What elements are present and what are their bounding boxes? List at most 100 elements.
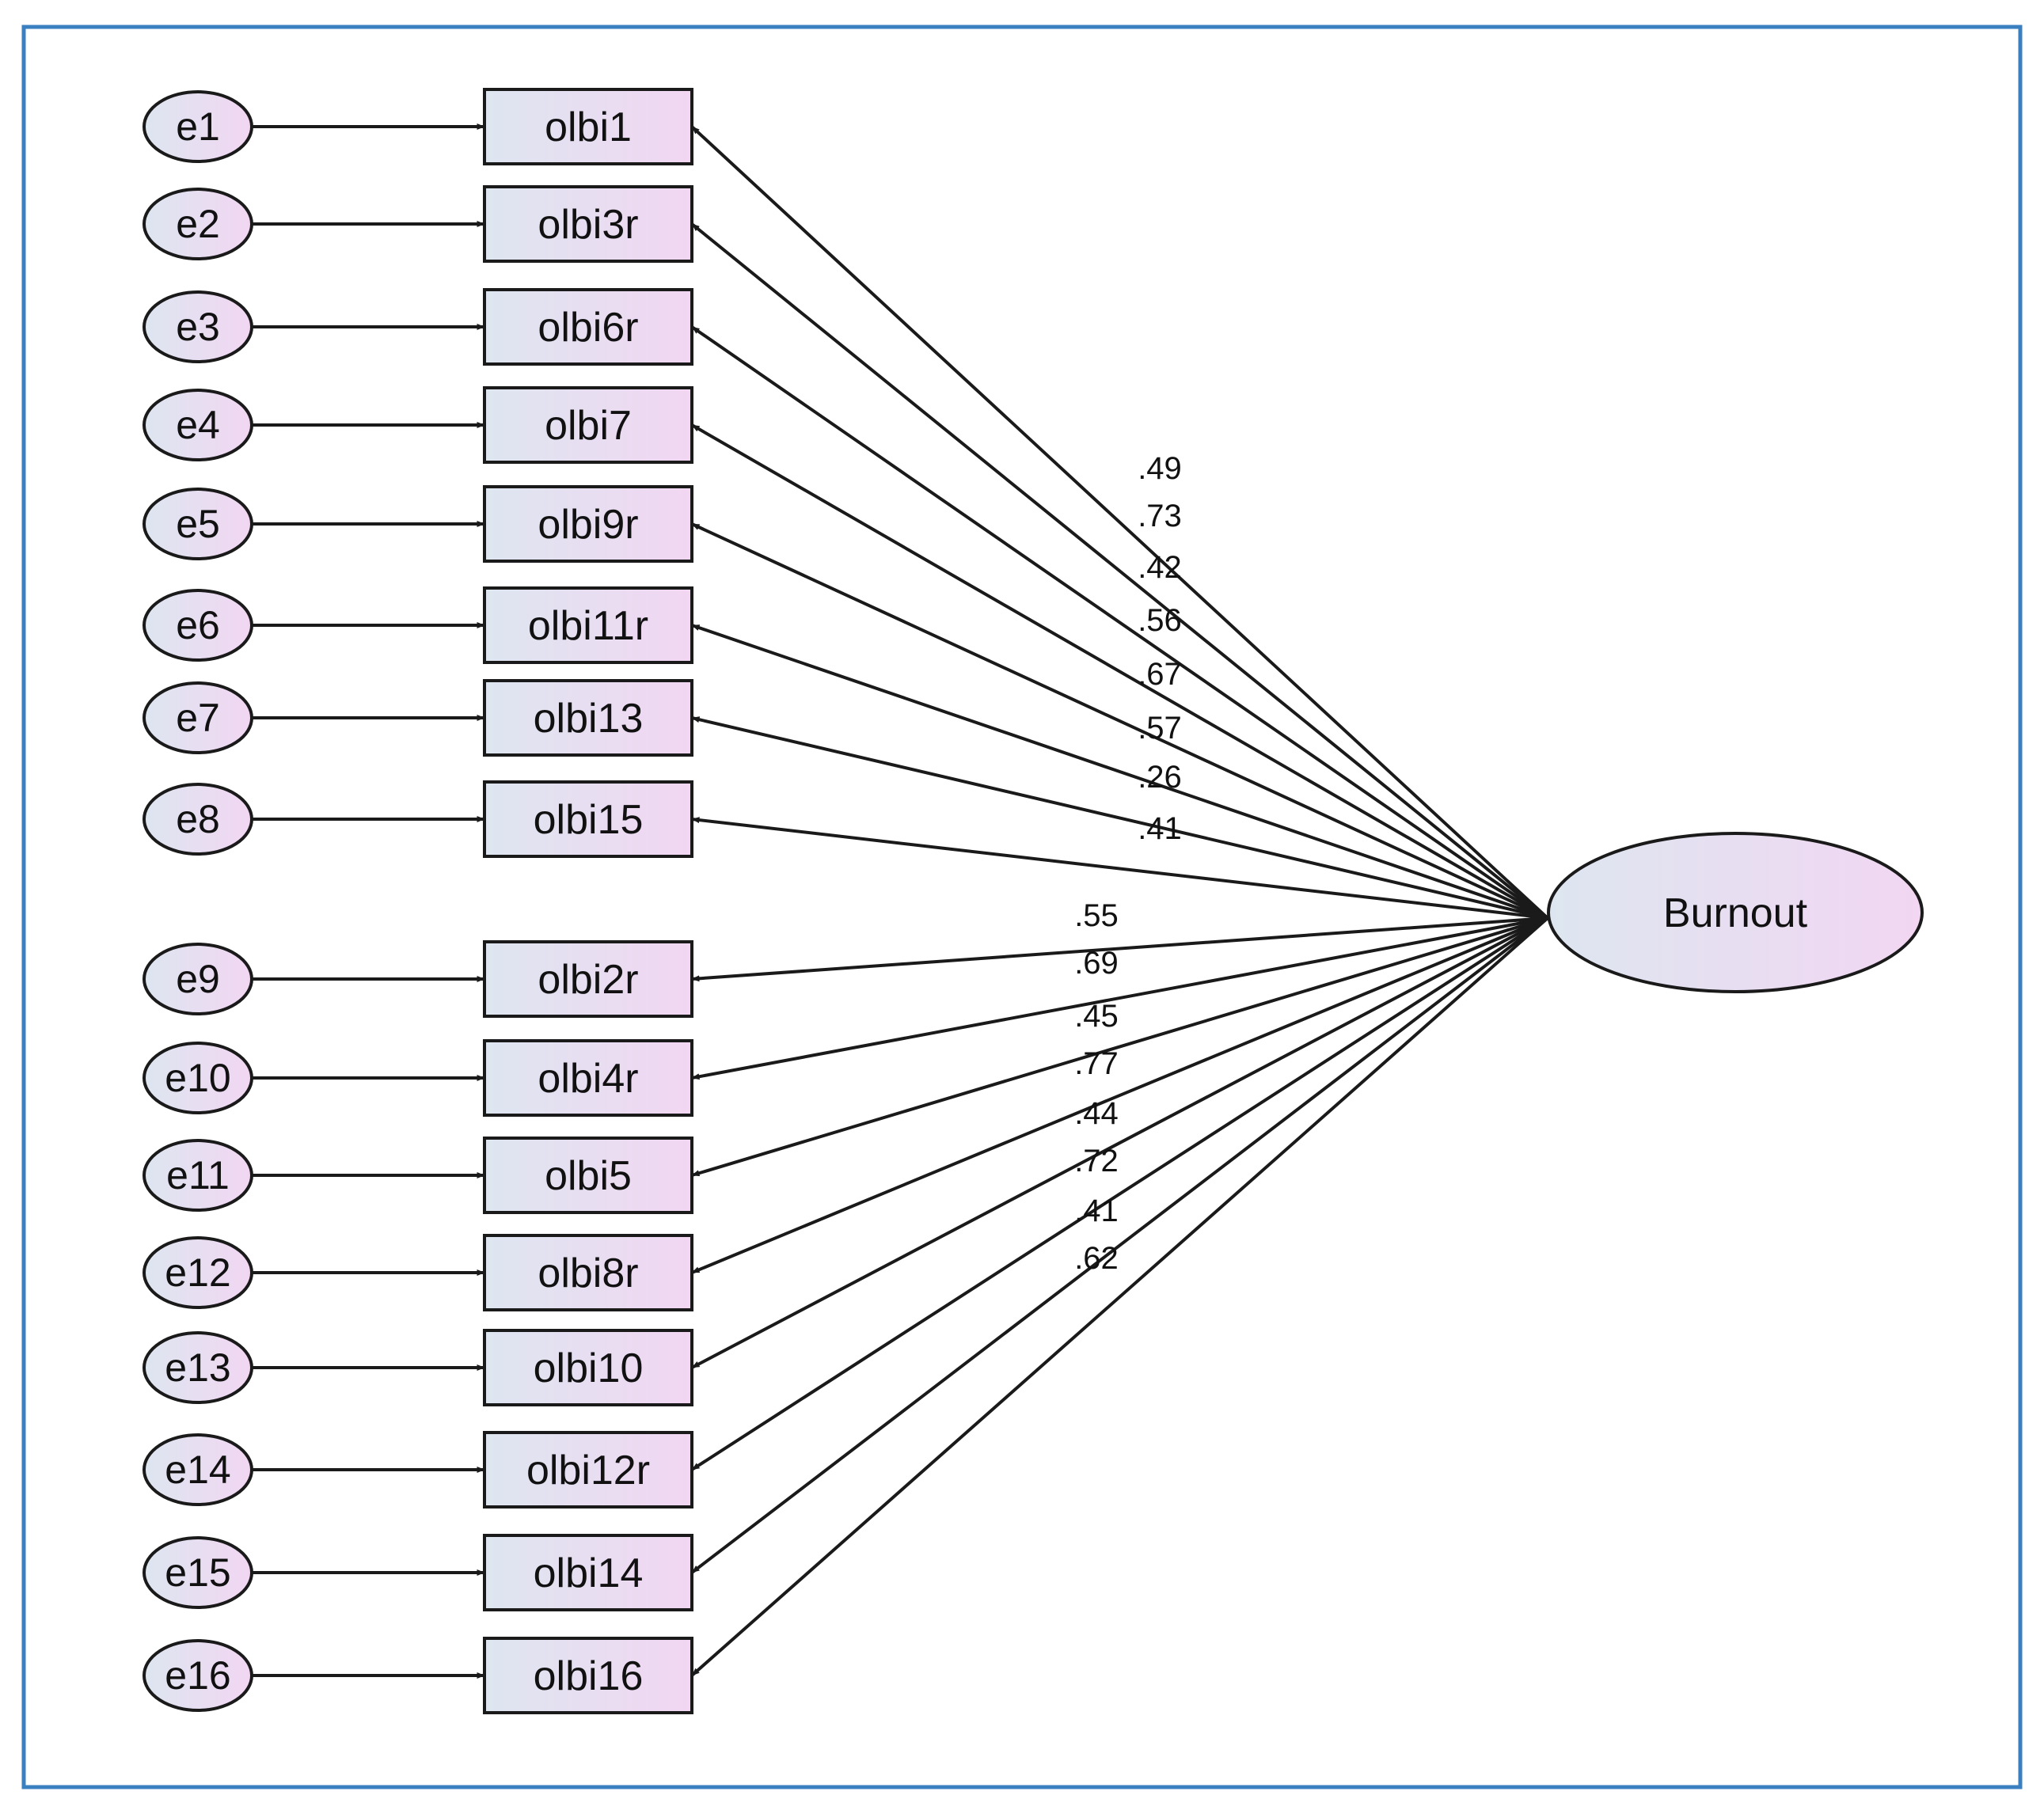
error-node-e8: e8: [142, 783, 253, 856]
loading-arrow-olbi13: [691, 716, 1548, 920]
indicator-box: [483, 185, 693, 263]
error-ellipse: [142, 589, 253, 662]
error-ellipse: [142, 1536, 253, 1609]
indicator-node-olbi11r: olbi11r: [483, 586, 693, 664]
indicator-box: [483, 940, 693, 1018]
indicator-node-olbi6r: olbi6r: [483, 288, 693, 366]
error-ellipse: [142, 1139, 253, 1212]
error-ellipse: [142, 681, 253, 754]
loading-coefficient-olbi14: .41: [1074, 1194, 1119, 1228]
error-ellipse: [142, 943, 253, 1015]
error-ellipse: [142, 1331, 253, 1404]
error-node-e10: e10: [142, 1042, 253, 1114]
indicator-label: olbi11r: [528, 603, 648, 649]
error-label: e10: [165, 1056, 230, 1100]
error-label: e8: [176, 797, 220, 841]
error-label: e11: [166, 1153, 230, 1197]
error-label: e14: [165, 1448, 230, 1492]
indicator-label: olbi2r: [538, 957, 638, 1003]
loading-coefficient-olbi2r: .55: [1074, 898, 1119, 933]
loading-arrow-olbi8r: [691, 916, 1548, 1274]
indicator-box: [483, 1637, 693, 1714]
error-label: e1: [176, 104, 220, 149]
loading-coefficient-olbi6r: .42: [1138, 550, 1182, 585]
loading-arrow-olbi9r: [691, 522, 1548, 920]
indicator-label: olbi6r: [538, 305, 638, 351]
loading-coefficient-olbi9r: .67: [1138, 657, 1182, 692]
error-ellipse: [142, 389, 253, 461]
loading-arrow-olbi6r: [690, 325, 1549, 920]
indicator-node-olbi10: olbi10: [483, 1329, 693, 1406]
error-ellipse: [142, 90, 253, 163]
latent-label: Burnout: [1663, 890, 1808, 936]
indicator-node-olbi13: olbi13: [483, 679, 693, 757]
indicator-node-olbi3r: olbi3r: [483, 185, 693, 263]
indicator-box: [483, 586, 693, 664]
indicator-box: [483, 1039, 693, 1117]
latent-ellipse: [1547, 832, 1924, 993]
indicator-node-olbi8r: olbi8r: [483, 1234, 693, 1311]
error-label: e6: [176, 603, 220, 647]
error-node-e3: e3: [142, 290, 253, 363]
error-node-e13: e13: [142, 1331, 253, 1404]
error-node-e15: e15: [142, 1536, 253, 1609]
indicator-box: [483, 679, 693, 757]
latent-node-burnout: Burnout: [1547, 832, 1924, 993]
error-ellipse: [142, 783, 253, 856]
error-node-e9: e9: [142, 943, 253, 1015]
error-label: e16: [165, 1653, 230, 1698]
error-ellipse: [142, 188, 253, 260]
indicator-node-olbi7: olbi7: [483, 386, 693, 464]
indicator-box: [483, 1234, 693, 1311]
loading-coefficient-olbi1: .49: [1138, 451, 1182, 486]
indicator-node-olbi2r: olbi2r: [483, 940, 693, 1018]
loading-arrow-olbi15: [691, 817, 1548, 920]
loading-arrow-olbi5: [691, 916, 1548, 1177]
loading-coefficient-olbi15: .41: [1138, 811, 1182, 846]
indicator-node-olbi4r: olbi4r: [483, 1039, 693, 1117]
error-node-e14: e14: [142, 1433, 253, 1506]
indicator-box: [483, 1534, 693, 1611]
indicator-label: olbi10: [534, 1345, 644, 1391]
indicator-label: olbi4r: [538, 1056, 638, 1102]
error-node-e5: e5: [142, 488, 253, 560]
loading-coefficient-olbi8r: .77: [1074, 1046, 1119, 1081]
error-node-e7: e7: [142, 681, 253, 754]
loading-coefficient-olbi3r: .73: [1138, 499, 1182, 533]
error-node-e16: e16: [142, 1639, 253, 1712]
loading-coefficient-olbi5: .45: [1074, 999, 1119, 1034]
error-ellipse: [142, 290, 253, 363]
indicator-box: [483, 288, 693, 366]
loading-coefficient-olbi10: .44: [1074, 1096, 1119, 1131]
error-label: e5: [176, 502, 220, 546]
error-label: e7: [176, 696, 220, 740]
indicator-box: [483, 1329, 693, 1406]
loading-arrow-olbi4r: [691, 916, 1548, 1080]
indicator-node-olbi15: olbi15: [483, 780, 693, 858]
error-ellipse: [142, 1236, 253, 1309]
loading-coefficient-olbi16: .62: [1074, 1241, 1119, 1276]
indicator-label: olbi1: [545, 104, 632, 150]
loading-arrow-olbi14: [690, 916, 1549, 1574]
error-node-e11: e11: [142, 1139, 253, 1212]
error-ellipse: [142, 1433, 253, 1506]
error-node-e12: e12: [142, 1236, 253, 1309]
error-label: e15: [165, 1550, 230, 1595]
indicator-node-olbi1: olbi1: [483, 88, 693, 165]
indicator-box: [483, 485, 693, 563]
loading-coefficient-olbi13: .26: [1138, 760, 1182, 795]
error-node-e6: e6: [142, 589, 253, 662]
indicator-label: olbi16: [534, 1653, 644, 1699]
loading-arrow-olbi12r: [690, 916, 1549, 1471]
indicator-box: [483, 386, 693, 464]
loading-coefficient-olbi7: .56: [1138, 603, 1182, 638]
loading-coefficient-olbi12r: .72: [1074, 1144, 1119, 1178]
loading-arrow-olbi7: [691, 423, 1548, 920]
indicator-label: olbi14: [534, 1550, 644, 1596]
indicator-node-olbi9r: olbi9r: [483, 485, 693, 563]
error-ellipse: [142, 1639, 253, 1712]
indicator-label: olbi7: [545, 403, 632, 449]
indicator-box: [483, 88, 693, 165]
indicator-node-olbi5: olbi5: [483, 1137, 693, 1214]
